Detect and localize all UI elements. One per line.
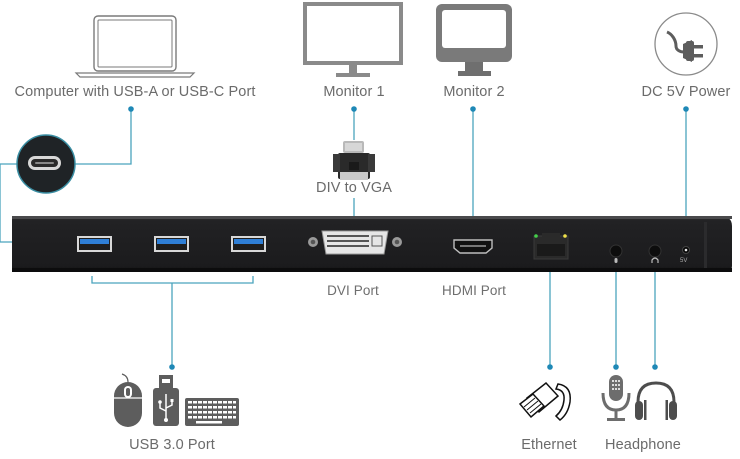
usb-ports-label: USB 3.0 Port: [129, 437, 215, 453]
dc-5v-marking: 5V: [680, 258, 688, 264]
monitor2-connector-dot: [470, 106, 476, 112]
monitor1-connector-dot: [351, 106, 357, 112]
headphone-marking-icon: [651, 257, 659, 263]
headphone-connector-dot: [652, 364, 658, 370]
computer-connector-dot: [128, 106, 134, 112]
hdmi-port-label: HDMI Port: [442, 283, 506, 298]
mic-connector-dot: [613, 364, 619, 370]
computer-label: Computer with USB-A or USB-C Port: [14, 84, 256, 100]
monitor2-label: Monitor 2: [443, 84, 505, 100]
adapter-label: DIV to VGA: [316, 180, 392, 196]
audio-label: Headphone: [605, 437, 681, 453]
power-connector-dot: [683, 106, 689, 112]
usb-connector-dot: [169, 364, 175, 370]
mic-marking-icon: [614, 258, 618, 263]
ethernet-connector-dot: [547, 364, 553, 370]
usb-c-to-dock-line: [0, 163, 18, 243]
ethernet-activity-led: [563, 234, 567, 238]
dvi-port-label: DVI Port: [327, 283, 379, 298]
ethernet-label: Ethernet: [521, 437, 577, 453]
monitor1-label: Monitor 1: [323, 84, 385, 100]
ethernet-link-led: [534, 234, 538, 238]
power-label: DC 5V Power: [641, 84, 731, 100]
computer-connector-line: [75, 110, 132, 165]
